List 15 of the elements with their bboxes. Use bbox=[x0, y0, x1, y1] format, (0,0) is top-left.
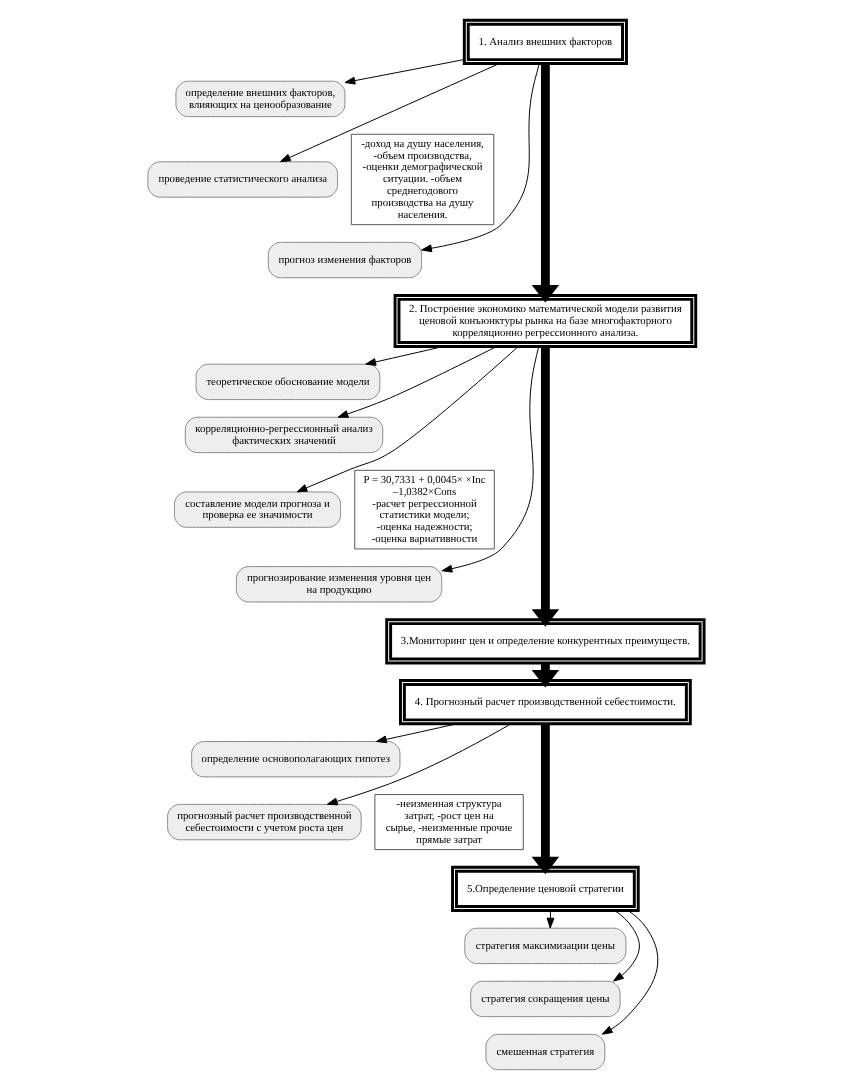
arrow bbox=[530, 63, 559, 303]
arrow bbox=[364, 346, 443, 366]
arrow bbox=[278, 63, 499, 163]
arrow bbox=[545, 910, 554, 929]
arrow bbox=[530, 346, 559, 627]
arrow bbox=[530, 724, 559, 875]
arrow bbox=[612, 910, 639, 982]
arrow bbox=[336, 346, 497, 418]
arrow bbox=[343, 59, 464, 85]
arrow bbox=[440, 346, 539, 573]
arrow bbox=[325, 723, 511, 806]
arrow bbox=[600, 910, 658, 1035]
arrow bbox=[295, 346, 518, 493]
arrow bbox=[375, 723, 457, 744]
arrow bbox=[420, 63, 539, 253]
